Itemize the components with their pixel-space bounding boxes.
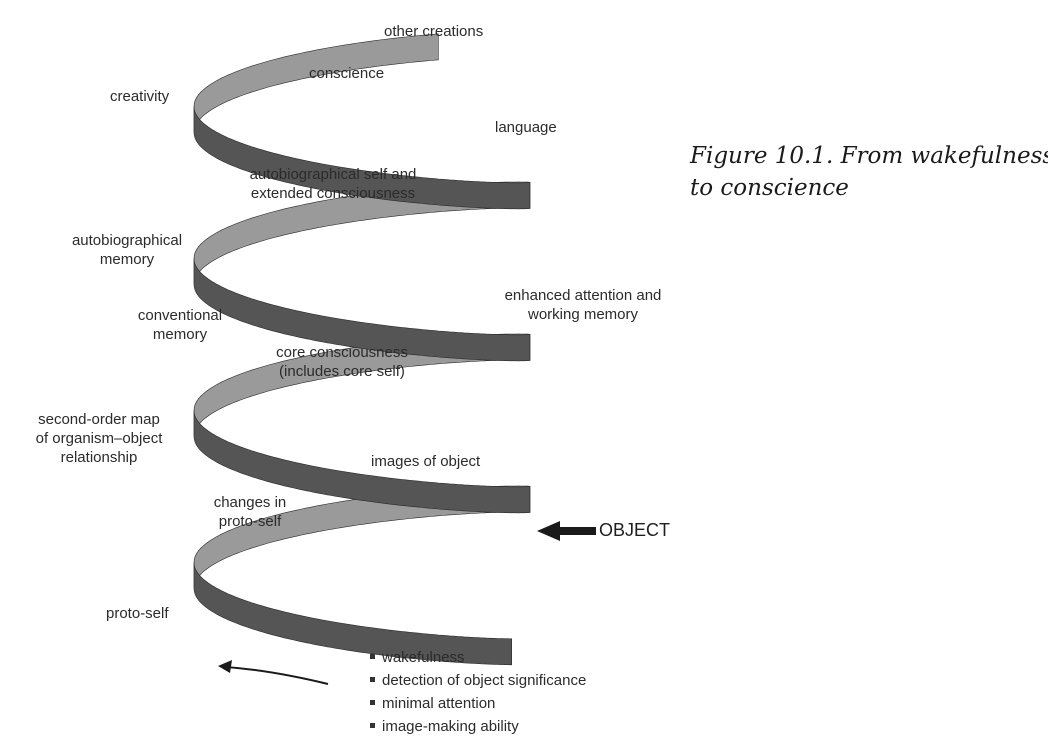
ribbon-front-segments xyxy=(193,106,531,666)
bullet-marker xyxy=(370,722,375,728)
figure-caption: Figure 10.1. From wakefulness to conscie… xyxy=(690,140,1048,204)
label-core-consciousness-line1: core consciousness xyxy=(276,344,408,361)
label-object: OBJECT xyxy=(599,520,671,540)
object-arrow xyxy=(537,521,596,541)
bullet-text: detection of object significance xyxy=(382,672,587,689)
label-conscience: conscience xyxy=(309,65,385,82)
bullet-marker xyxy=(370,699,375,705)
label-core-consciousness-line2: (includes core self) xyxy=(279,363,405,380)
label-autobiographical-memory-line1: autobiographical xyxy=(71,232,183,249)
rotation-arrow xyxy=(218,660,329,685)
label-enhanced-attention: enhanced attention and working memory xyxy=(480,286,686,324)
label-autobiographical-self: autobiographical self and extended consc… xyxy=(228,165,438,203)
label-proto-self: proto-self xyxy=(106,605,169,622)
label-conventional-memory: conventional memory xyxy=(118,306,242,344)
label-second-order-map: second-order map of organism–object rela… xyxy=(18,410,180,467)
bullet-text: wakefulness xyxy=(382,649,465,666)
bullet-text: image-making ability xyxy=(382,718,519,735)
ribbon-back-segment xyxy=(193,33,439,132)
bullet-item: minimal attention xyxy=(370,692,586,715)
label-autobiographical-memory: autobiographical memory xyxy=(52,231,202,269)
label-enhanced-attention-line2: working memory xyxy=(527,306,639,323)
figure-caption-line1: Figure 10.1. From wakefulness xyxy=(690,143,1048,169)
label-creativity: creativity xyxy=(110,88,170,105)
label-changes-in-proto-self: changes in proto-self xyxy=(195,493,305,531)
bullet-item: wakefulness xyxy=(370,646,586,669)
label-changes-line1: changes in xyxy=(213,494,287,511)
figure-caption-line2: to conscience xyxy=(690,175,849,201)
ribbon-front-segment xyxy=(193,258,531,362)
label-autobiographical-memory-line2: memory xyxy=(99,251,155,268)
bullet-text: minimal attention xyxy=(382,695,496,712)
label-other-creations: other creations xyxy=(384,23,484,40)
ribbon-front-segment xyxy=(193,106,531,210)
bullet-marker xyxy=(370,653,375,659)
ribbon-front-segment xyxy=(193,562,513,666)
label-images-of-object: images of object xyxy=(371,453,481,470)
bullet-item: image-making ability xyxy=(370,715,586,738)
label-conventional-memory-line2: memory xyxy=(152,326,208,343)
label-changes-line2: proto-self xyxy=(218,513,282,530)
label-autobiographical-self-line2: extended consciousness xyxy=(250,185,416,202)
label-conventional-memory-line1: conventional xyxy=(137,307,223,324)
bullet-marker xyxy=(370,676,375,682)
bullet-list: wakefulness detection of object signific… xyxy=(370,646,586,738)
label-second-order-map-line3: relationship xyxy=(60,449,138,466)
label-second-order-map-line1: second-order map xyxy=(38,411,160,428)
label-language: language xyxy=(495,119,557,136)
label-autobiographical-self-line1: autobiographical self and xyxy=(249,166,417,183)
bullet-item: detection of object significance xyxy=(370,669,586,692)
label-enhanced-attention-line1: enhanced attention and xyxy=(504,287,662,304)
ribbon-front-segment xyxy=(193,410,531,514)
label-second-order-map-line2: of organism–object xyxy=(35,430,163,447)
label-core-consciousness: core consciousness (includes core self) xyxy=(252,343,432,381)
